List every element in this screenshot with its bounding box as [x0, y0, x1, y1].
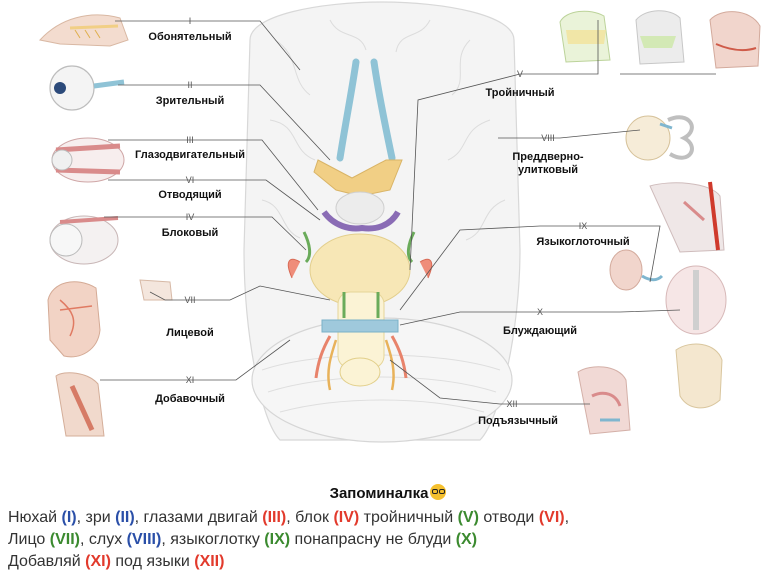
nerve-VIII-name-line1: Преддверно- — [512, 151, 584, 163]
mnemonic-nerve-number: (II) — [115, 509, 135, 526]
mnemonic-text: отводи — [478, 509, 539, 526]
mnemonic-line-2: Лицо (VII), слух (VIII), языкоглотку (IX… — [8, 530, 477, 550]
mnemonic-text: под языки — [110, 553, 195, 570]
facial-vestibulo-bundle — [321, 319, 399, 333]
hypophysis — [335, 191, 385, 225]
mnemonic-text: , глазами двигай — [134, 509, 263, 526]
thumbnail-neck-accessory — [55, 372, 105, 437]
thumbnail-eye-muscles-2 — [49, 215, 119, 265]
olfactory-tract-left — [336, 58, 360, 162]
mnemonic-text: , зри — [76, 509, 116, 526]
mnemonic-text: Лицо — [8, 531, 50, 548]
mnemonic-text: , языкоглотку — [161, 531, 265, 548]
olfactory-tract-right — [370, 58, 396, 162]
nerve-VIII-roman: VIII — [541, 133, 555, 143]
trochlear-green-left — [302, 231, 312, 264]
trigeminal-root-left — [287, 258, 301, 279]
thumbnail-tongue — [577, 366, 631, 435]
brain-gyri — [261, 19, 506, 241]
thumbnail-face-facial — [47, 279, 173, 358]
mnemonic-nerve-number: (III) — [262, 509, 287, 526]
nerve-II-name: Зрительный — [156, 95, 224, 107]
mnemonic-nerve-number: (XI) — [85, 553, 111, 570]
thumbnail-eye-muscles-1 — [51, 137, 125, 183]
nerve-XII-roman: XII — [506, 399, 517, 409]
thumbnail-thoracic-organs — [665, 265, 727, 409]
nerve-IV-roman: IV — [186, 212, 195, 222]
nerve-XII-name: Подъязычный — [478, 415, 558, 427]
nerve-XI-name: Добавочный — [155, 393, 225, 405]
mnemonic-text: , — [564, 509, 570, 526]
nerve-VII-roman: VII — [184, 295, 195, 305]
mnemonic-nerve-number: (VIII) — [126, 531, 162, 548]
thumbnail-ear — [609, 249, 664, 291]
mnemonic-text: понапрасну не блуди — [290, 531, 456, 548]
optic-chiasm — [313, 159, 403, 197]
mnemonic-nerve-number: (X) — [455, 531, 478, 548]
thumbnail-eye-optic — [49, 65, 125, 111]
nerve-III-roman: III — [186, 135, 194, 145]
mnemonic-nerve-number: (VI) — [538, 509, 565, 526]
thumbnail-trigeminal — [559, 10, 761, 69]
mnemonic-nerve-number: (XII) — [194, 553, 225, 570]
thumbnail-inner-ear — [625, 115, 694, 161]
mnemonic-title: Запоминалка — [8, 484, 768, 502]
nerve-VIII-name-line2: улитковый — [518, 164, 578, 176]
mnemonic-text: , блок — [286, 509, 334, 526]
oculomotor-nerve — [321, 210, 401, 232]
mnemonic-nerve-number: (VII) — [49, 531, 80, 548]
nerve-VII-name: Лицевой — [166, 327, 213, 339]
mnemonic-text: Добавляй — [8, 553, 86, 570]
mnemonic-text: тройничный — [359, 509, 458, 526]
mnemonic-nerve-number: (IX) — [264, 531, 291, 548]
mnemonic-line-1: Нюхай (I), зри (II), глазами двигай (III… — [8, 508, 569, 528]
glossopharyngeal-vagus — [314, 335, 408, 379]
spinal-cord-section — [339, 357, 381, 387]
nerve-IX-name: Языкоглоточный — [536, 236, 629, 248]
mnemonic-nerve-number: (I) — [61, 509, 77, 526]
trigeminal-root-right — [419, 258, 433, 279]
nerve-IV-name: Блоковый — [162, 227, 218, 239]
nerve-IX-roman: IX — [579, 221, 588, 231]
mnemonic-text: , слух — [79, 531, 127, 548]
mnemonic-text: Нюхай — [8, 509, 62, 526]
nerve-XI-roman: XI — [186, 375, 195, 385]
nerve-VI-roman: VI — [186, 175, 195, 185]
nerve-I-name: Обонятельный — [148, 31, 231, 43]
mnemonic-line-3: Добавляй (XI) под языки (XII) — [8, 552, 224, 572]
nerve-III-name: Глазодвигательный — [135, 149, 245, 161]
nerve-I-roman: I — [189, 16, 192, 26]
leader-lines — [100, 20, 716, 405]
thumbnail-olfactory — [39, 14, 129, 47]
nerve-labels: I Обонятельный II Зрительный III Глазодв… — [135, 16, 630, 427]
nerd-face-emoji-icon — [430, 484, 447, 500]
nerve-VI-name: Отводящий — [158, 189, 221, 201]
accessory-nerve — [327, 339, 395, 391]
mnemonic-nerve-number: (IV) — [333, 509, 360, 526]
brain-illustration — [243, 1, 521, 443]
nerve-X-roman: X — [537, 307, 543, 317]
nerve-II-roman: II — [187, 80, 192, 90]
nerve-X-name: Блуждающий — [503, 325, 577, 337]
mnemonic-nerve-number: (V) — [457, 509, 479, 526]
nerve-V-name: Тройничный — [485, 87, 554, 99]
thumbnail-pharynx — [649, 181, 725, 253]
diagram-canvas: I Обонятельный II Зрительный III Глазодв… — [39, 1, 761, 443]
nerve-V-roman: V — [517, 69, 523, 79]
mnemonic-title-text: Запоминалка — [329, 485, 429, 502]
